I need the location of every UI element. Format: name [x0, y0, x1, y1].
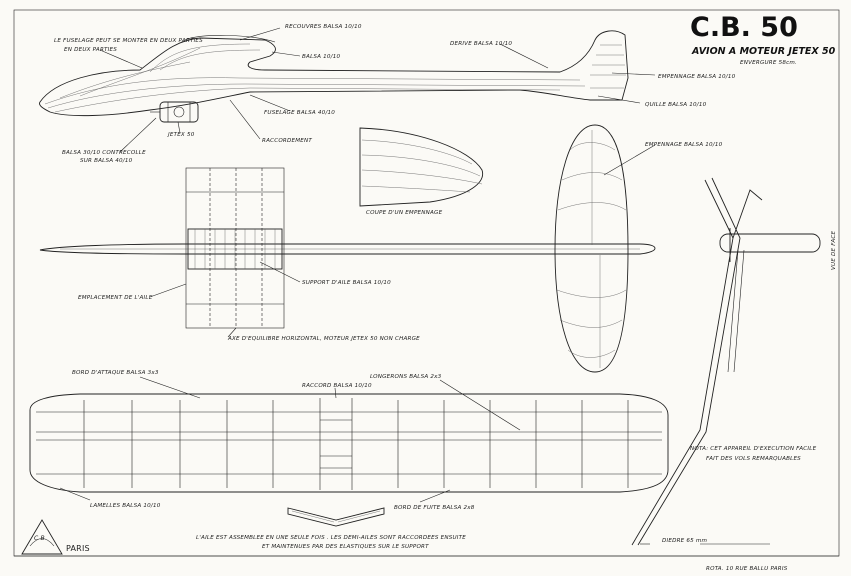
label-axe: AXE D'EQUILIBRE HORIZONTAL, MOTEUR JETEX… — [227, 336, 420, 342]
label-longerons: LONGERONS BALSA 2x3 — [370, 374, 442, 380]
front-fin — [732, 189, 763, 239]
label-support-aile: SUPPORT D'AILE BALSA 10/10 — [302, 280, 391, 286]
wing-ribs — [83, 398, 629, 490]
note-line-2: FAIT DES VOLS REMARQUABLES — [706, 456, 801, 462]
plan-subtitle: AVION A MOTEUR JETEX 50 — [691, 46, 836, 57]
label-bord-attaque: BORD D'ATTAQUE BALSA 3x3 — [72, 370, 159, 376]
tailplane — [554, 124, 629, 373]
label-fuselage-split: LE FUSELAGE PEUT SE MONTER EN DEUX PARTI… — [54, 38, 203, 44]
top-wing-outline — [185, 167, 285, 329]
assembly-line-2: ET MAINTENUES PAR DES ELASTIQUES SUR LE … — [262, 544, 429, 550]
note-line-1: NOTA: CET APPAREIL D'EXECUTION FACILE — [690, 446, 817, 452]
label-diedre: DIEDRE 65 mm — [662, 538, 708, 544]
assembly-line-1: L'AILE EST ASSEMBLEE EN UNE SEULE FOIS .… — [196, 535, 466, 541]
label-derive: DERIVE BALSA 10/10 — [450, 41, 512, 47]
label-raccordement: RACCORDEMENT — [262, 138, 312, 144]
front-wing-left — [631, 179, 734, 546]
label-vue-face: VUE DE FACE — [831, 231, 837, 270]
canopy-line — [184, 35, 276, 43]
span-note: ENVERGURE 58cm. — [740, 60, 797, 66]
label-empennage-plan: EMPENNAGE BALSA 10/10 — [645, 142, 723, 148]
label-coupe-empennage: COUPE D'UN EMPENNAGE — [366, 210, 443, 216]
fuselage-grain — [44, 43, 626, 113]
label-empennage-top: EMPENNAGE BALSA 10/10 — [658, 74, 736, 80]
label-raccord: RACCORD BALSA 10/10 — [302, 383, 372, 389]
logo-text: C B — [34, 535, 45, 542]
label-balsa-10: BALSA 10/10 — [302, 54, 340, 60]
tail-section — [359, 127, 484, 207]
fuselage-outline — [39, 30, 629, 117]
label-quille: QUILLE BALSA 10/10 — [645, 102, 707, 108]
top-view — [39, 124, 656, 373]
label-fuselage-split-2: EN DEUX PARTIES — [64, 47, 117, 53]
label-balsa-contre-2: SUR BALSA 40/10 — [80, 158, 133, 164]
label-fuselage: FUSELAGE BALSA 40/10 — [264, 110, 335, 116]
side-leaders — [99, 27, 656, 153]
label-balsa-contre: BALSA 30/10 CONTRECOLLE — [62, 150, 146, 156]
front-wing-left-inner — [637, 177, 741, 546]
wing-outline — [29, 393, 669, 493]
front-tail — [719, 233, 821, 253]
label-emplacement-aile: EMPLACEMENT DE L'AILE — [78, 295, 153, 301]
jetex-motor — [150, 101, 199, 123]
label-address: ROTA. 10 RUE BALLU PARIS — [706, 566, 788, 572]
plan-title: C.B. 50 — [690, 12, 798, 43]
tailplane-grain — [556, 130, 627, 368]
dihedral-sketch — [287, 507, 385, 527]
label-lamelles: LAMELLES BALSA 10/10 — [90, 503, 161, 509]
label-jetex: JETEX 50 — [167, 132, 195, 138]
top-leaders — [149, 144, 656, 338]
cb-logo: C B — [21, 519, 63, 555]
side-view — [39, 27, 656, 153]
label-couvre: RECOUVRES BALSA 10/10 — [285, 24, 362, 30]
front-view — [631, 177, 821, 546]
wing-leaders — [59, 376, 521, 503]
wing-plan — [29, 376, 669, 527]
top-fuselage — [39, 243, 656, 255]
label-paris: PARIS — [66, 544, 90, 553]
label-bord-fuite: BORD DE FUITE BALSA 2x8 — [394, 505, 475, 511]
